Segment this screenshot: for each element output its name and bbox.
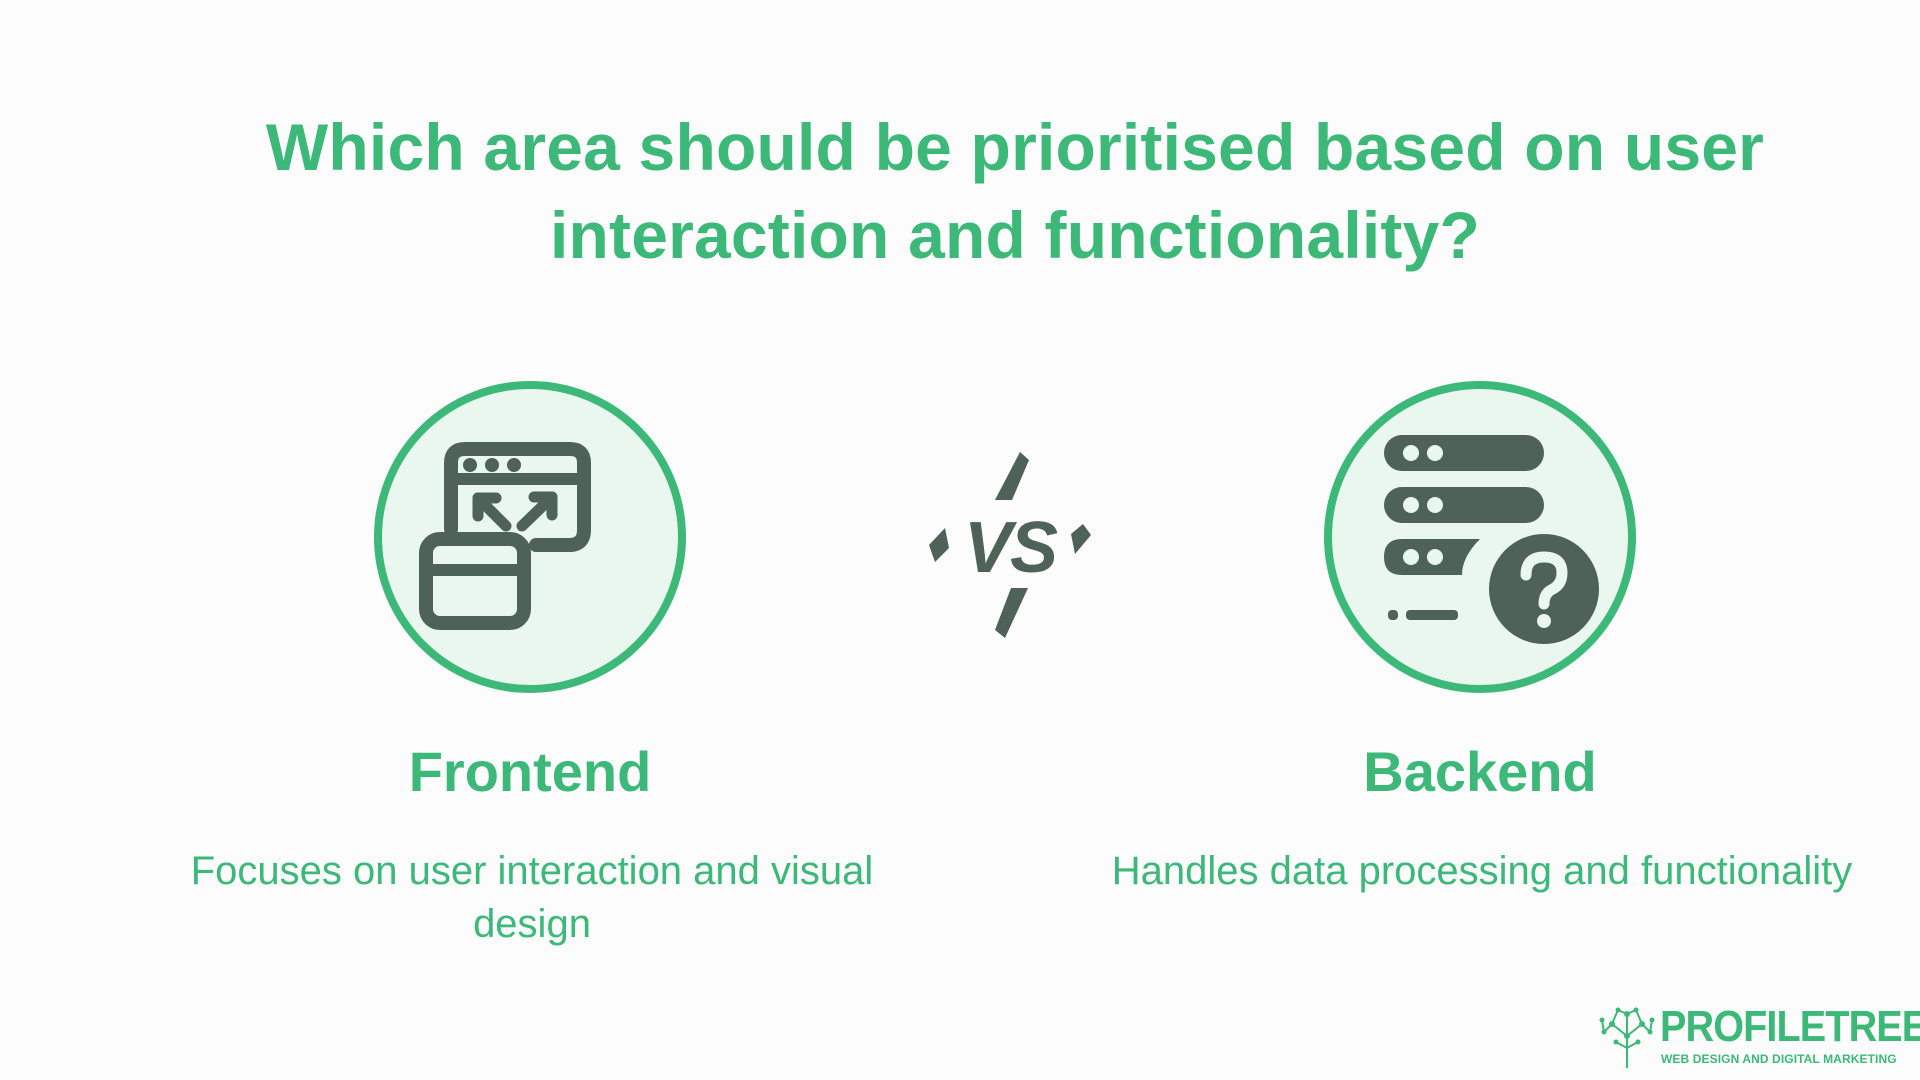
- tree-network-icon: [1599, 1007, 1655, 1068]
- backend-icon-circle: [1324, 381, 1636, 693]
- frontend-icon-circle: [374, 381, 686, 693]
- backend-heading: Backend: [1363, 740, 1597, 803]
- logo-name: PROFILETREE: [1660, 1002, 1920, 1051]
- server-question-icon: [1384, 435, 1599, 644]
- frontend-heading: Frontend: [408, 740, 652, 803]
- page-title: Which area should be prioritised based o…: [265, 110, 1765, 272]
- vs-label: VS: [964, 508, 1058, 588]
- vs-lightning-icon: VS: [929, 452, 1091, 638]
- logo-tagline: WEB DESIGN AND DIGITAL MARKETING: [1661, 1052, 1897, 1066]
- backend-description: Handles data processing and functionalit…: [1111, 849, 1853, 893]
- profiletree-logo: PROFILETREE WEB DESIGN AND DIGITAL MARKE…: [1598, 1002, 1920, 1070]
- frontend-description: Focuses on user interaction and visual d…: [190, 849, 874, 946]
- browser-windows-resize-icon: [419, 442, 591, 630]
